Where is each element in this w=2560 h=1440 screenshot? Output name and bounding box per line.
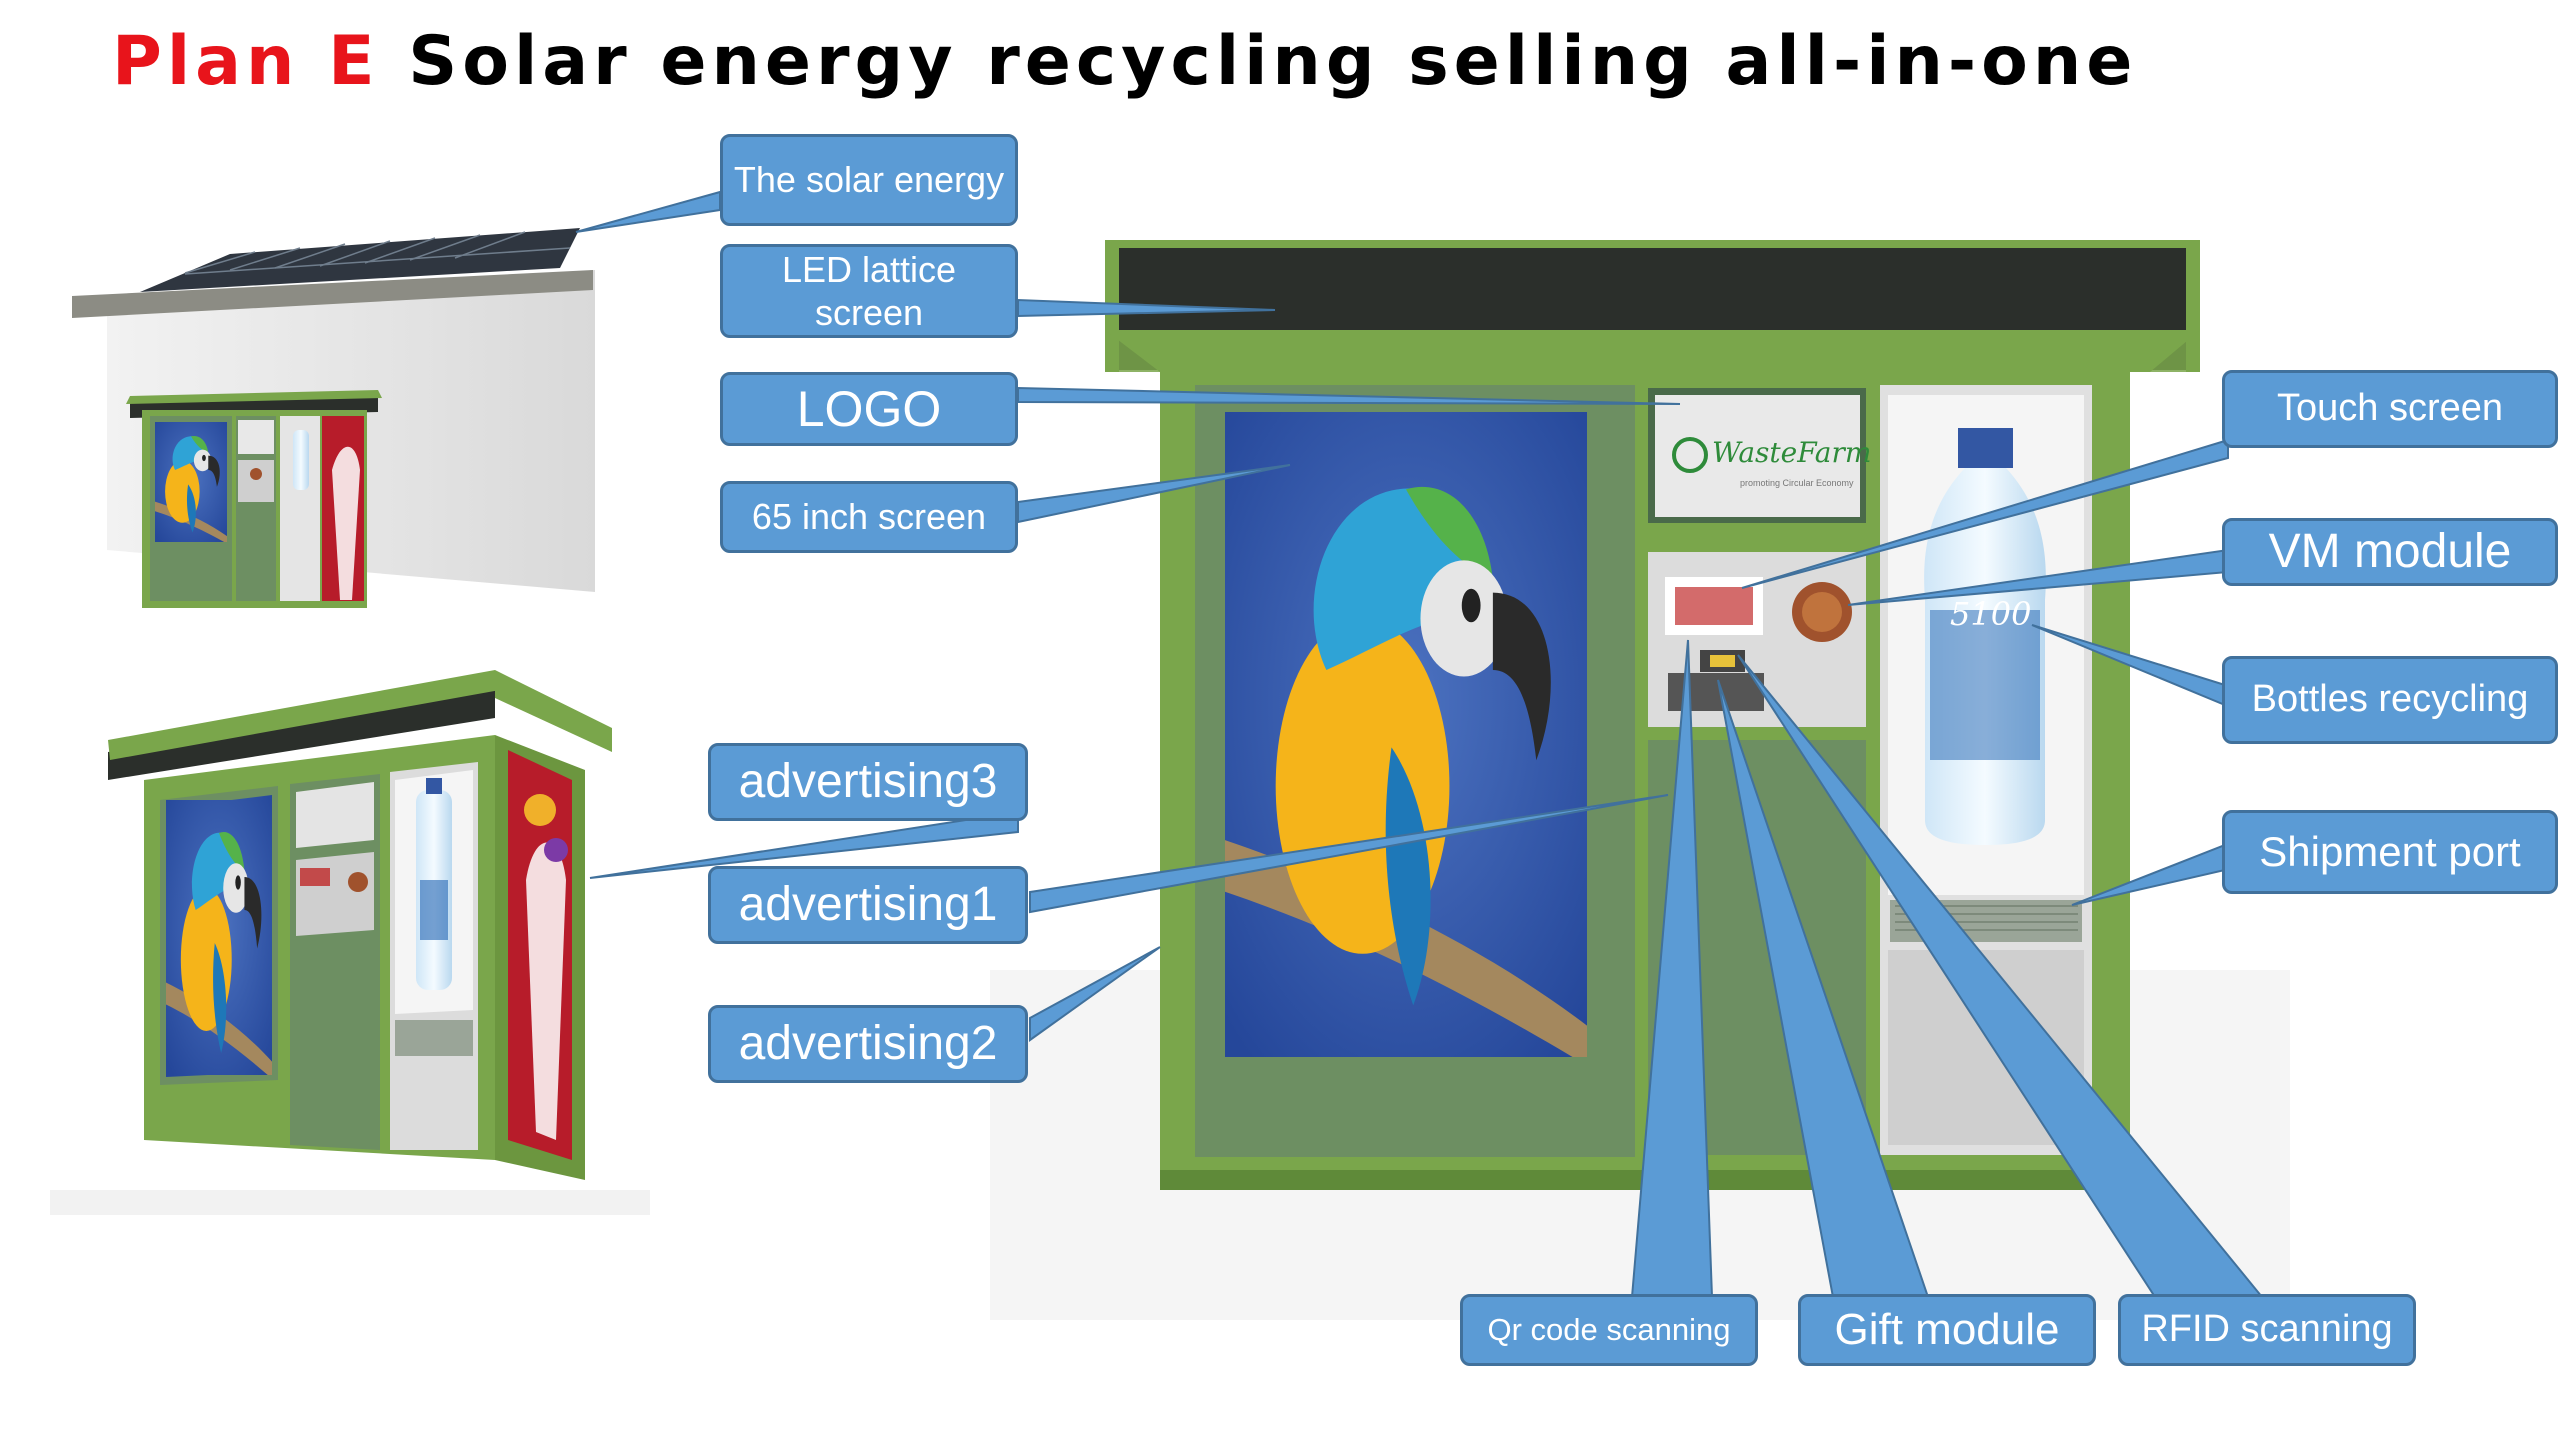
callout-pointers (575, 190, 2265, 1298)
callout-rfid-scanning: RFID scanning (2118, 1294, 2416, 1366)
callout-advertising1: advertising1 (708, 866, 1028, 944)
page-title: Plan E Solar energy recycling selling al… (112, 22, 2137, 101)
small-machine-solar-view (72, 228, 595, 608)
callout-shipment-port: Shipment port (2222, 810, 2558, 894)
callout-advertising3: advertising3 (708, 743, 1028, 821)
callout-led-lattice-screen: LED lattice screen (720, 244, 1018, 338)
callout-65-inch-screen: 65 inch screen (720, 481, 1018, 553)
callout-solar-energy: The solar energy (720, 134, 1018, 226)
bottle-label: 5100 (1950, 595, 2031, 633)
callout-advertising2: advertising2 (708, 1005, 1028, 1083)
callout-bottles-recycling: Bottles recycling (2222, 656, 2558, 744)
title-rest: Solar energy recycling selling all-in-on… (408, 22, 2138, 101)
callout-logo: LOGO (720, 372, 1018, 446)
callout-qr-code-scanning: Qr code scanning (1460, 1294, 1758, 1366)
callout-vm-module: VM module (2222, 518, 2558, 586)
callout-touch-screen: Touch screen (2222, 370, 2558, 448)
callout-gift-module: Gift module (1798, 1294, 2096, 1366)
brand-logo-text: WasteFarm (1712, 436, 1871, 469)
title-plan: Plan E (112, 22, 380, 101)
small-machine-perspective-view (50, 670, 650, 1215)
brand-tagline: promoting Circular Economy (1740, 478, 1854, 488)
